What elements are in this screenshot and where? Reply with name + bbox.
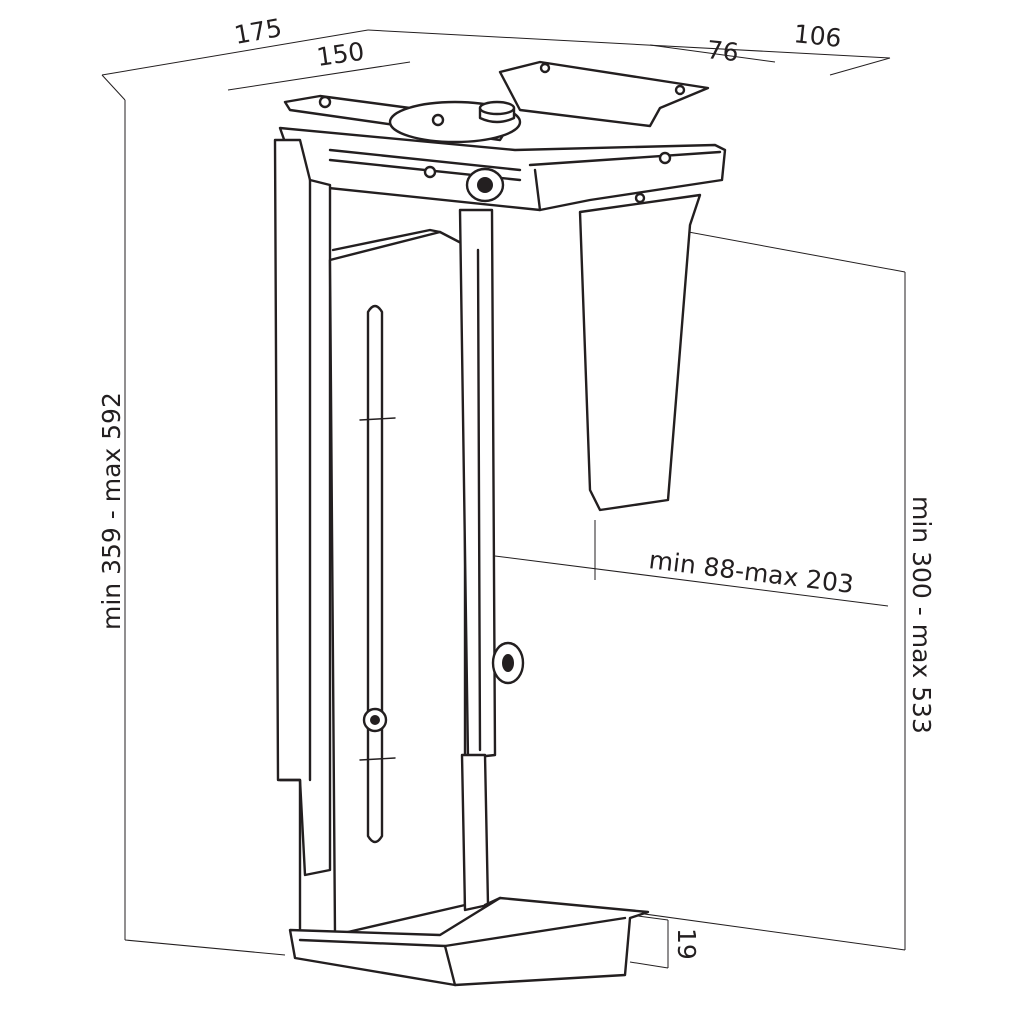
left-panel-lower — [278, 778, 302, 937]
right-upright — [458, 208, 497, 760]
side-knob-center — [502, 654, 514, 672]
top-rail-edge — [533, 168, 542, 212]
screw-icon — [658, 151, 672, 165]
dim-175-line — [101, 29, 369, 76]
label-76: 76 — [705, 35, 740, 67]
screw-icon — [634, 192, 646, 204]
top-rail-slot — [328, 148, 522, 172]
left-side-panel — [273, 138, 332, 877]
dim-width-line — [494, 555, 889, 607]
dimension-lines — [101, 29, 906, 969]
height-slot — [366, 304, 384, 844]
adjust-knob-center — [477, 177, 493, 193]
slot-bolt-center — [370, 715, 380, 725]
screw-hole-icon — [431, 113, 445, 127]
swivel-bolt-head — [478, 100, 516, 116]
bracket-body — [273, 60, 727, 987]
base-tray-corner — [443, 944, 457, 987]
top-rail-edge — [528, 150, 722, 167]
screw-hole-icon — [674, 84, 686, 96]
label-height-range: min 359 - max 592 — [97, 392, 126, 630]
dim-height-bottom — [124, 939, 286, 956]
screw-hole-icon — [318, 95, 332, 109]
screw-hole-icon — [539, 62, 551, 74]
right-upright-lower — [460, 753, 490, 912]
dim-inner-bottom — [629, 911, 906, 951]
label-175: 175 — [232, 13, 284, 50]
back-panel — [328, 230, 467, 937]
top-plate-rear — [498, 60, 710, 128]
label-150: 150 — [315, 37, 366, 72]
dim-base-bottom — [629, 961, 669, 969]
label-106: 106 — [792, 19, 842, 53]
rear-strap — [578, 193, 702, 512]
dim-106-tick — [829, 57, 891, 76]
dim-150-line — [227, 61, 411, 91]
back-panel-top — [331, 228, 442, 252]
dim-height-top — [101, 74, 126, 101]
slot-mark — [359, 757, 396, 761]
slot-mark — [359, 417, 396, 421]
base-tray-lip — [483, 896, 502, 907]
dim-76-line — [649, 44, 776, 63]
right-upright-edge — [476, 248, 482, 752]
label-inner-height-range: min 300 - max 533 — [907, 496, 936, 734]
label-width-range: min 88-max 203 — [647, 545, 855, 599]
screw-icon — [423, 165, 437, 179]
label-base-height: 19 — [672, 928, 701, 960]
dim-106-line — [367, 29, 891, 59]
